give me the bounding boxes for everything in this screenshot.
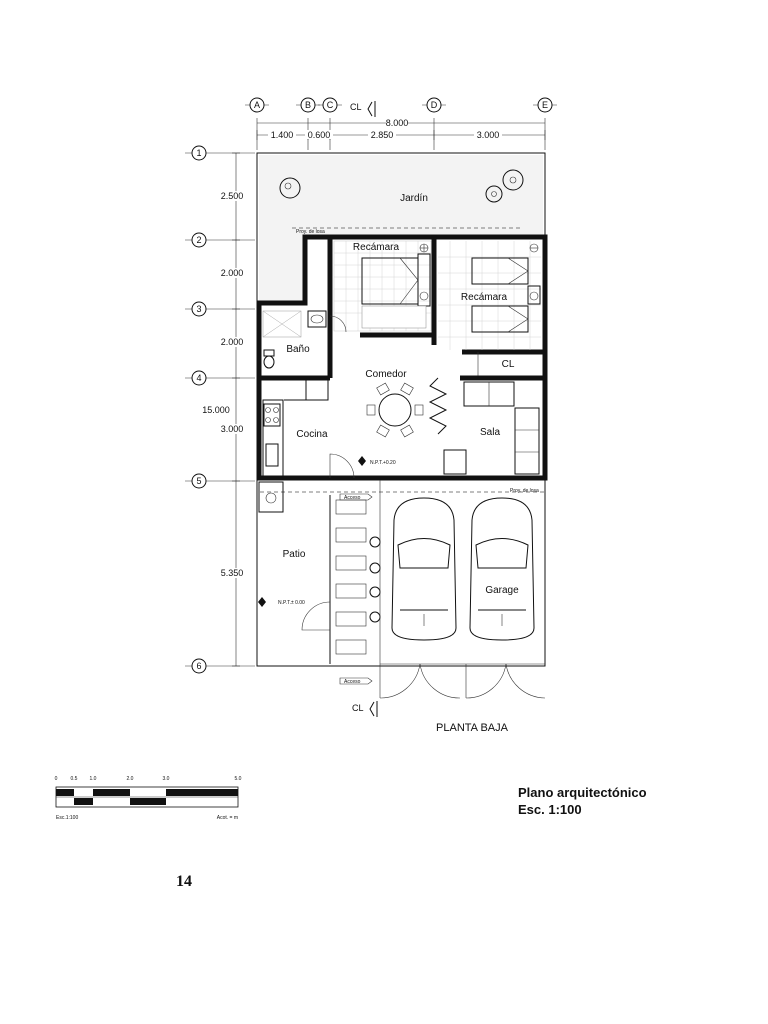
scale-tick-1: 1.0 [90,776,97,782]
label-floor-level-patio: N.P.T.± 0.00 [278,600,305,606]
dim-left-segment-1: 2.500 [221,191,244,201]
title-block-line-1: Plano arquitectónico [518,785,647,800]
patio: N.P.T.± 0.00 [258,481,331,664]
grid-bubble-2: 2 [185,232,255,248]
room-label-closet: CL [502,359,515,370]
grid-bubble-1: 1 [185,145,255,161]
scale-tick-0: 0 [55,776,58,782]
room-label-kitchen: Cocina [296,429,328,440]
grid-label-3: 3 [196,304,201,314]
dim-segment-3: 2.850 [371,130,394,140]
dim-left-segment-3: 2.000 [221,337,244,347]
label-slab-projection-top: Proy. de losa [296,229,325,235]
car-left [391,497,457,641]
dim-left-segment-5: 5.350 [221,568,244,578]
bedroom-2 [419,241,541,350]
axis-marker-bottom: CL [352,701,378,717]
title-block-line-2: Esc. 1:100 [518,802,582,817]
dining [366,377,448,438]
room-label-bedroom-2: Recámara [461,292,508,303]
dim-overall-width: 8.000 [386,118,409,128]
grid-label-5: 5 [196,476,201,486]
grid-bubble-c: C [318,97,342,113]
kitchen [262,379,329,477]
grid-bubble-5: 5 [185,473,255,489]
car-right [469,497,535,641]
scale-tick-5: 5.0 [235,776,242,782]
grid-axes-left: 1 2 3 4 5 6 [185,145,255,674]
bathroom [262,310,347,369]
bedroom-1 [333,240,432,332]
scale-caption-right: Acot. = m [217,815,238,821]
grid-label-6: 6 [196,661,201,671]
grid-label-b: B [305,100,311,110]
room-label-garage: Garage [485,585,519,596]
axis-marker-label: CL [350,102,362,112]
living-room [443,381,540,475]
grid-label-e: E [542,100,548,110]
access-marker-1: Acceso [339,493,373,501]
label-access-2: Acceso [344,679,361,685]
dim-segment-2: 0.600 [308,130,331,140]
grid-bubble-3: 3 [185,301,255,317]
walkway [335,480,381,664]
scale-bar: 0 0.5 1.0 2.0 3.0 5.0 Esc.1:100 Acot. = … [55,776,242,821]
top-dimensions: 8.000 1.400 0.600 2.850 3.000 [256,118,546,140]
grid-bubble-b: B [296,97,320,113]
room-label-living: Sala [480,427,500,438]
garden-trees [279,169,524,203]
page-number: 14 [176,873,192,890]
house-walls [256,234,548,481]
scale-tick-3: 3.0 [163,776,170,782]
dim-segment-1: 1.400 [271,130,294,140]
scale-tick-05: 0.5 [71,776,78,782]
axis-marker-bottom-label: CL [352,703,364,713]
left-dimensions: 2.500 2.000 2.000 3.000 5.350 15.000 [200,152,246,667]
axis-marker-top: CL [350,101,376,117]
grid-bubble-a: A [245,97,269,113]
label-slab-projection-bottom: Proy. de losa [510,488,539,494]
grid-label-d: D [431,100,438,110]
room-label-bathroom: Baño [286,344,310,355]
label-floor-level-interior: N.P.T.+0.20 [370,460,396,466]
room-label-bedroom-1: Recámara [353,242,400,253]
title-block: Plano arquitectónico Esc. 1:100 [518,784,738,818]
scale-caption-left: Esc.1:100 [56,815,78,821]
grid-label-4: 4 [196,373,201,383]
room-label-dining: Comedor [365,369,407,380]
grid-bubble-4: 4 [185,370,255,386]
grid-label-c: C [327,100,334,110]
access-marker-2: Acceso [339,677,373,685]
room-label-garden: Jardín [400,193,428,204]
grid-bubble-6: 6 [185,658,255,674]
grid-label-1: 1 [196,148,201,158]
floor-level-marker-interior: N.P.T.+0.20 [358,456,396,466]
label-access-1: Acceso [344,495,361,501]
drawing-title: PLANTA BAJA [436,722,509,734]
dim-segment-4: 3.000 [477,130,500,140]
dim-left-segment-2: 2.000 [221,268,244,278]
grid-axes-top: A B C CL D E [245,97,557,150]
dim-overall-depth: 15.000 [202,405,230,415]
grid-label-2: 2 [196,235,201,245]
scale-tick-2: 2.0 [127,776,134,782]
grid-bubble-d: D [422,97,446,113]
dim-left-segment-4: 3.000 [221,424,244,434]
garage [379,497,546,699]
room-label-patio: Patio [283,549,306,560]
grid-bubble-e: E [533,97,557,113]
grid-label-a: A [254,100,260,110]
